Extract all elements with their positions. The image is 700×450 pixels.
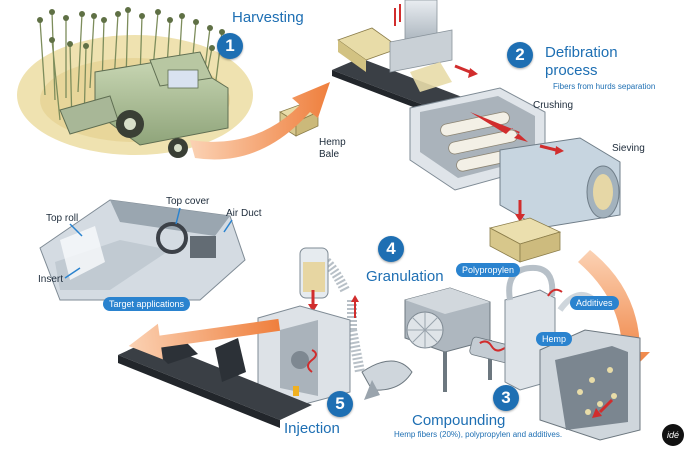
step-3-title: Compounding <box>412 412 506 429</box>
insert-label: Insert <box>38 274 64 285</box>
air-duct-label: Air Duct <box>226 208 262 219</box>
top-cover-label: Top cover <box>166 196 210 207</box>
step-1-title: Harvesting <box>232 9 304 26</box>
flow-arrow-5 <box>128 318 281 360</box>
flow-arrow-1 <box>190 82 330 160</box>
sieving-label: Sieving <box>612 143 645 154</box>
step-2-subtitle: Fibers from hurds separation <box>553 82 656 91</box>
step-4-badge: 4 <box>378 236 404 262</box>
additives-tag: Additives <box>570 296 619 310</box>
top-roll-label: Top roll <box>46 213 79 224</box>
crushing-label: Crushing <box>533 100 574 111</box>
hemp-bale-label-line1: Hemp <box>319 137 346 148</box>
step-3-subtitle: Hemp fibers (20%), polypropylen and addi… <box>394 430 563 439</box>
injection-machine <box>257 247 351 405</box>
compounding-machine <box>404 264 641 441</box>
sieve <box>499 137 621 229</box>
step-5-title: Injection <box>284 420 340 437</box>
harvester <box>59 51 229 158</box>
hemp-tag: Hemp <box>536 332 573 346</box>
step-2-title-line1: Defibration <box>545 44 618 61</box>
brand-logo: idé <box>662 424 684 446</box>
feeder-conveyor <box>332 0 478 118</box>
polypropylen-tag: Polypropylen <box>456 263 521 277</box>
step-5-badge: 5 <box>327 391 353 417</box>
step-2-badge: 2 <box>507 42 533 68</box>
hemp-bale-label-line2: Bale <box>319 149 340 160</box>
step-3-badge: 3 <box>493 385 519 411</box>
step-2-title-line2: process <box>545 62 598 79</box>
fiber-bales <box>488 217 562 263</box>
target-applications-tag: Target applications <box>103 297 191 311</box>
step-4-title: Granulation <box>366 268 444 285</box>
step-1-badge: 1 <box>217 33 243 59</box>
car-interior <box>39 199 246 301</box>
